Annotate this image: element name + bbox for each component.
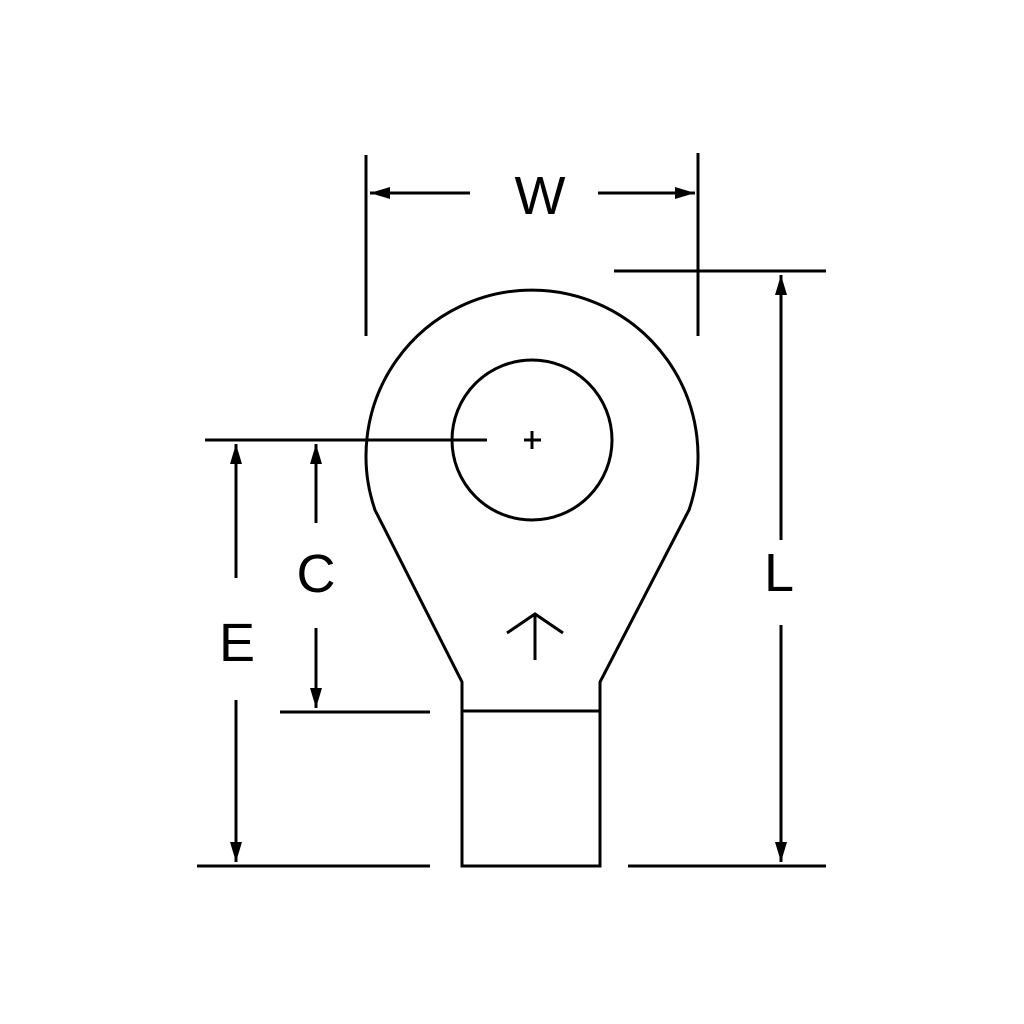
center-mark-icon bbox=[524, 431, 541, 449]
e-label: E bbox=[219, 613, 255, 673]
c-label: C bbox=[297, 544, 336, 604]
direction-arrow-icon bbox=[506, 612, 564, 660]
l-label: L bbox=[764, 543, 794, 603]
terminal-ring-outline bbox=[364, 288, 700, 868]
w-label: W bbox=[515, 166, 566, 226]
